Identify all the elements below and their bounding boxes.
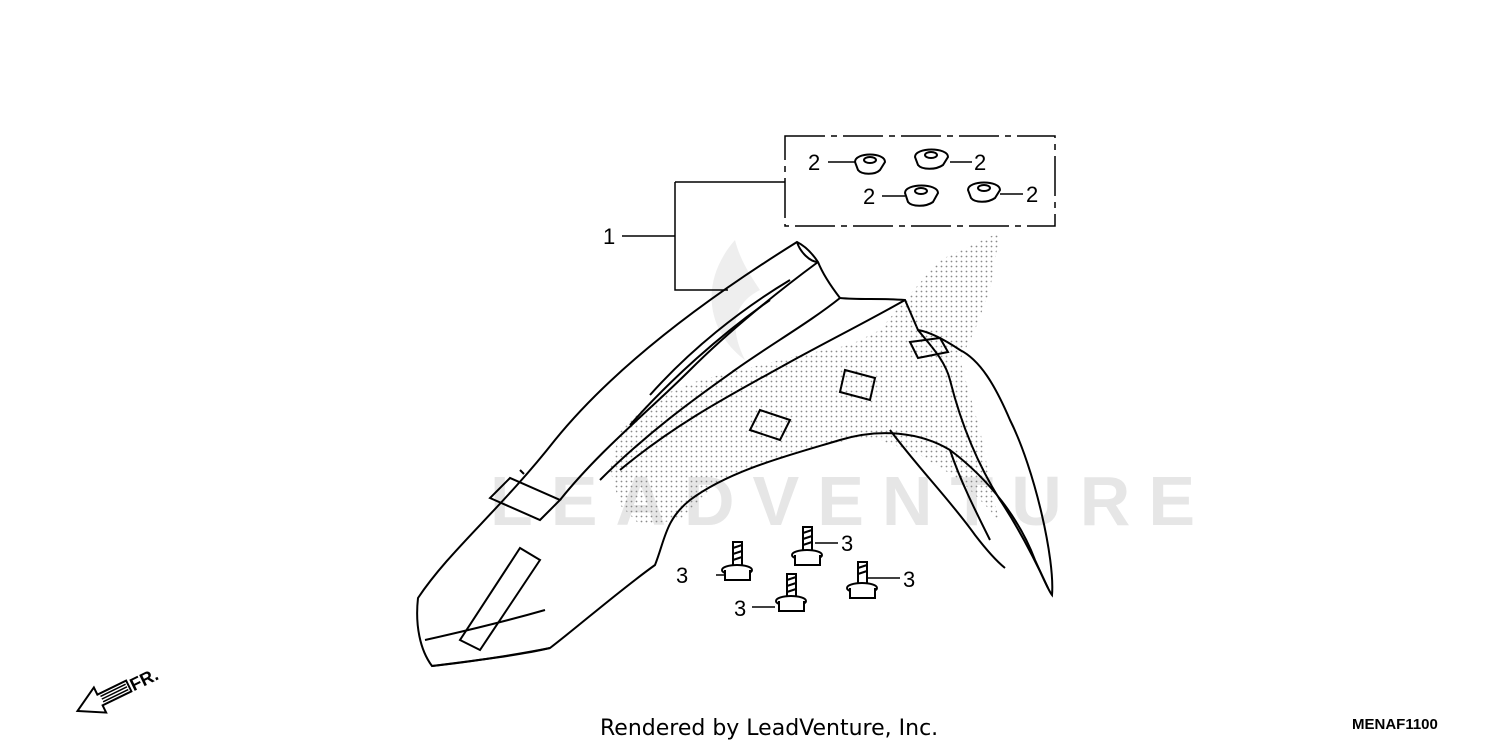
watermark-text: LEADVENTURE: [490, 462, 1213, 540]
bolt-4: [775, 573, 807, 612]
front-fender: [416, 240, 1054, 668]
bolts: [721, 526, 878, 612]
leader-lines: [622, 135, 1056, 608]
diagram-code: MENAF1100: [1352, 716, 1438, 733]
grommet-1: [853, 153, 887, 175]
callout-bolt-2: 3: [841, 531, 853, 556]
grommets: [853, 148, 1002, 207]
callout-bolt-1: 3: [676, 563, 688, 588]
watermark: LEADVENTURE: [490, 240, 1213, 540]
callouts: 1 2 2 2 2 3 3 3 3: [603, 150, 1038, 621]
footer-credit: Rendered by LeadVenture, Inc.: [600, 716, 939, 741]
front-direction-arrow: FR.: [75, 664, 161, 714]
callout-grommet-3: 2: [863, 184, 875, 209]
fender-shading: [610, 232, 1000, 525]
callout-bolt-4: 3: [734, 596, 746, 621]
bolt-2: [791, 526, 823, 566]
grommet-4: [966, 181, 1002, 203]
callout-fender: 1: [603, 224, 615, 249]
callout-grommet-4: 2: [1026, 182, 1038, 207]
callout-grommet-1: 2: [808, 150, 820, 175]
grommet-3: [903, 184, 940, 207]
callout-bolt-3: 3: [903, 567, 915, 592]
callout-grommet-2: 2: [974, 150, 986, 175]
bolt-3: [846, 561, 878, 599]
grommet-2: [913, 148, 950, 170]
bolt-1: [721, 541, 753, 581]
